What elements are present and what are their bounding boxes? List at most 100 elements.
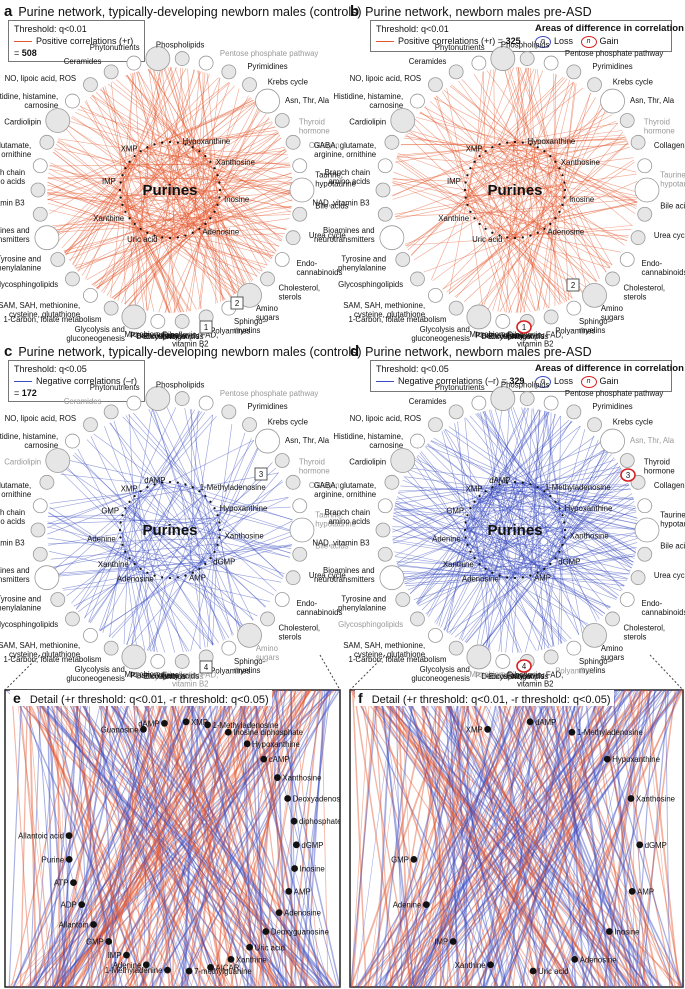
- pathway-node: [150, 654, 166, 669]
- correlation-edge: [645, 690, 680, 987]
- correlation-edge: [185, 690, 246, 987]
- correlation-edge: [416, 690, 527, 987]
- correlation-edge: [419, 452, 520, 578]
- pathway-label: Tyrosine and: [341, 595, 386, 604]
- metabolite-label: Hypoxanthine: [252, 740, 300, 749]
- purine-label: Xanthine: [98, 560, 129, 569]
- correlation-edge: [537, 221, 552, 311]
- purine-metabolite-dot: [554, 557, 557, 560]
- pathway-label: NAD, vitamin B3: [0, 199, 25, 208]
- correlation-edge: [64, 196, 123, 253]
- pathway-label: carnosine: [24, 101, 58, 110]
- correlation-edge: [290, 690, 297, 987]
- pathway-label: amino acids: [0, 517, 25, 526]
- pathway-label: Pentose phosphate pathway: [565, 389, 664, 398]
- correlation-edge: [392, 515, 490, 572]
- correlation-edge: [392, 180, 468, 198]
- center-label-purines: Purines: [487, 522, 542, 539]
- correlation-edge: [574, 690, 612, 987]
- pathway-node: [490, 386, 516, 411]
- correlation-edge: [174, 67, 219, 193]
- correlation-edge: [123, 67, 162, 205]
- pathway-label: Tyrosine and: [0, 595, 41, 604]
- correlation-edge: [46, 690, 54, 987]
- correlation-edge: [217, 187, 263, 272]
- correlation-edge: [197, 70, 219, 196]
- pathway-label: Histidine, histamine,: [0, 92, 58, 101]
- network-c: [30, 386, 315, 670]
- correlation-edge: [467, 68, 535, 200]
- correlation-edge: [438, 690, 442, 987]
- pathway-label: Urea cycle: [654, 571, 685, 580]
- correlation-edge: [402, 479, 472, 510]
- correlation-edge: [128, 690, 277, 987]
- correlation-edge: [413, 167, 558, 261]
- correlation-edge: [216, 113, 267, 181]
- correlation-edge: [467, 536, 611, 608]
- pathway-node: [174, 654, 190, 669]
- correlation-edge: [513, 690, 605, 987]
- correlation-edge: [373, 690, 392, 987]
- correlation-edge: [426, 690, 456, 987]
- purine-metabolite-dot: [168, 236, 172, 240]
- pathway-node: [377, 498, 393, 514]
- metabolite-label: XMP: [191, 718, 208, 727]
- metabolite-node: [422, 901, 430, 909]
- pathway-node: [605, 611, 620, 627]
- pathway-node: [121, 644, 147, 670]
- correlation-edge: [394, 504, 471, 549]
- metabolite-label: AMP: [294, 887, 311, 896]
- metabolite-label: Adenine: [113, 961, 142, 970]
- correlation-edge: [377, 690, 609, 987]
- correlation-edge: [207, 690, 282, 987]
- pathway-label: Ceramides: [64, 57, 102, 66]
- pathway-node: [274, 113, 290, 128]
- correlation-edge: [544, 410, 564, 534]
- pathway-label: Collagen: [654, 481, 685, 490]
- pathway-node: [45, 448, 71, 473]
- purine-label: Uric acid: [127, 235, 157, 244]
- metabolite-label: Inosine: [300, 865, 325, 874]
- purine-label: dGMP: [558, 558, 580, 567]
- marker-box: [566, 278, 580, 292]
- correlation-edge: [420, 690, 622, 987]
- purine-metabolite-dot: [121, 514, 124, 517]
- purine-metabolite-dot: [563, 181, 566, 184]
- correlation-edge: [53, 483, 158, 570]
- correlation-edge: [91, 237, 165, 286]
- pathway-label: Riboflavin, FAD,: [507, 331, 563, 340]
- purine-metabolite-dot: [216, 543, 219, 546]
- metabolite-node: [628, 887, 636, 895]
- correlation-edge: [467, 523, 549, 649]
- pathway-node: [32, 206, 48, 222]
- purine-metabolite-dot: [484, 490, 487, 493]
- correlation-edge: [451, 690, 675, 987]
- correlation-edge: [47, 501, 132, 535]
- pathway-label: Deoxysphingolipids: [481, 332, 548, 341]
- correlation-edge: [376, 690, 556, 987]
- correlation-edge: [121, 67, 177, 189]
- purine-label: Xanthine: [93, 214, 124, 223]
- correlation-edge: [400, 573, 502, 577]
- correlation-edge: [385, 690, 617, 987]
- pathway-node: [274, 592, 290, 607]
- correlation-edge: [96, 215, 211, 289]
- correlation-edge: [117, 690, 210, 987]
- correlation-edge: [44, 690, 84, 987]
- correlation-edge: [92, 690, 213, 987]
- correlation-edge: [477, 690, 602, 987]
- correlation-edge: [392, 178, 468, 182]
- metabolite-node: [227, 955, 235, 963]
- correlation-edge: [140, 690, 311, 987]
- correlation-edge: [396, 156, 518, 239]
- correlation-edge: [123, 690, 337, 987]
- correlation-edge: [551, 690, 577, 987]
- correlation-edge: [548, 439, 599, 564]
- correlation-edge: [33, 690, 59, 987]
- metabolite-node: [526, 718, 534, 726]
- correlation-edge: [131, 218, 155, 312]
- correlation-edge: [404, 476, 468, 531]
- correlation-edge: [60, 690, 237, 987]
- correlation-edge: [80, 105, 185, 237]
- metabolite-label: 1-Methyladenosine: [213, 721, 279, 730]
